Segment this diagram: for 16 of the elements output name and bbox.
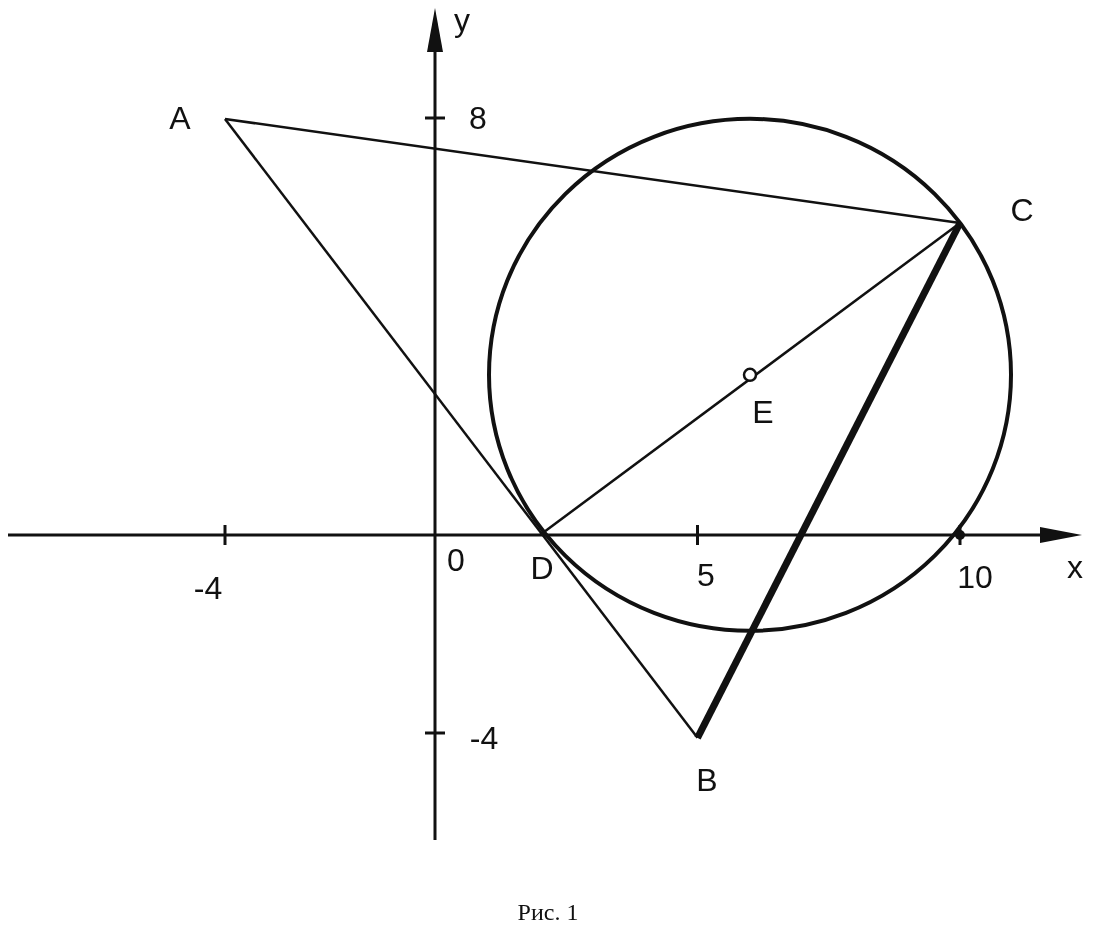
tick-label: -4 <box>469 722 499 754</box>
point-label: B <box>696 764 718 796</box>
tick-label: -4 <box>193 572 223 604</box>
point-label: D <box>530 552 554 584</box>
point-label: A <box>169 102 191 134</box>
line-segment <box>224 118 699 739</box>
tick-label: 10 <box>957 561 993 593</box>
point-label: C <box>1010 194 1034 226</box>
line-segment <box>694 221 964 740</box>
tick-label: 8 <box>469 102 487 134</box>
axis-label: y <box>454 4 470 36</box>
tick-label: 5 <box>697 559 715 591</box>
figure-caption: Рис. 1 <box>517 900 579 924</box>
point-label: E <box>752 396 774 428</box>
axis-label: x <box>1067 551 1083 583</box>
tick-label: 0 <box>447 544 465 576</box>
